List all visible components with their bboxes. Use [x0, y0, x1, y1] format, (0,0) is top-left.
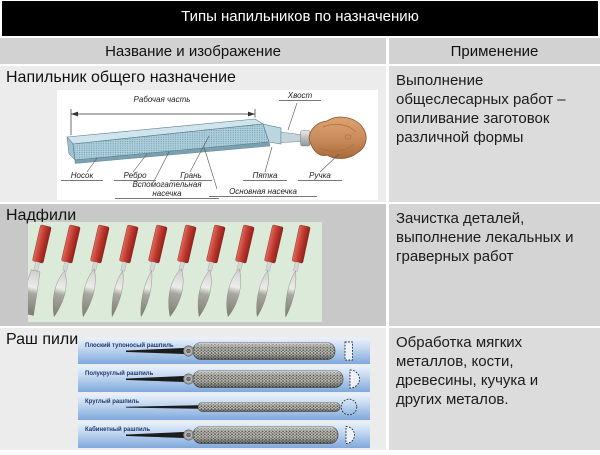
- rasp-flat-label: Плоский тупоносый рашпиль: [85, 342, 174, 349]
- label-working-part: Рабочая часть: [133, 95, 191, 104]
- file-tang: [280, 131, 304, 143]
- rasp-round-label: Круглый рашпиль: [85, 398, 139, 405]
- label-auxiliary-cut-line2: насечка: [115, 189, 219, 199]
- rasps-image: Плоский тупоносый рашпиль Полукруглый ра…: [78, 338, 370, 450]
- header-application: Применение: [389, 38, 600, 64]
- rasps-drawing: Плоский тупоносый рашпиль Полукруглый ра…: [78, 338, 370, 448]
- row-rasps-application-cell: Обработка мягких металлов, кости, древес…: [389, 328, 600, 450]
- needle-file: [256, 224, 284, 318]
- label-tang: Хвост: [279, 91, 321, 101]
- row-general-file-application-cell: Выполнение общеслесарных работ – опилива…: [389, 66, 600, 202]
- rasp-halfround-row: Полукруглый рашпиль: [78, 366, 370, 392]
- working-part-dimension-arrow: [70, 109, 256, 135]
- row-rasps-name-cell: Раш пили: [0, 328, 386, 450]
- cross-section-round-icon: [340, 398, 358, 416]
- cross-section-flat-icon: [344, 341, 353, 361]
- row-needle-files-name-cell: Надфили: [0, 204, 386, 326]
- label-main-cut: Основная насечка: [209, 187, 317, 197]
- cross-section-halfround-icon: [349, 369, 360, 389]
- needle-file: [285, 224, 311, 318]
- application-text: Зачистка деталей, выполнение лекальных и…: [396, 210, 574, 265]
- needle-file: [17, 224, 52, 316]
- row-general-file-title: Напильник общего назначение: [6, 69, 236, 86]
- row-needle-files-title: Надфили: [6, 207, 77, 224]
- file-diagram: Рабочая часть Хвост Носок Ребро Грань Пя…: [57, 90, 378, 200]
- header-name-image: Название и изображение: [0, 38, 386, 64]
- arrowhead-left: [71, 111, 78, 117]
- label-edge: Ребро: [114, 171, 156, 181]
- application-text: Выполнение общеслесарных работ – опилива…: [396, 72, 566, 146]
- needle-file: [226, 224, 255, 317]
- file-handle: [308, 116, 367, 159]
- file-diagram-drawing: [66, 102, 367, 190]
- needle-file: [52, 224, 81, 318]
- rasp-round-row: Круглый рашпиль: [78, 394, 370, 420]
- needle-file: [82, 224, 110, 318]
- needle-file: [111, 224, 139, 318]
- file-blade: [66, 118, 282, 164]
- label-handle: Ручка: [298, 171, 342, 181]
- needle-file: [197, 224, 226, 318]
- rasp-cabinet-label: Кабинетный рашпиль: [85, 426, 151, 433]
- application-text: Обработка мягких металлов, кости, древес…: [396, 334, 539, 408]
- rasp-halfround-label: Полукруглый рашпиль: [85, 370, 154, 377]
- rasp-flat-row: Плоский тупоносый рашпиль: [78, 338, 370, 364]
- title-bar: Типы напильников по назначению: [2, 1, 598, 36]
- needle-file: [140, 224, 168, 318]
- rasp-cabinet-row: Кабинетный рашпиль: [78, 422, 370, 448]
- row-general-file-name-cell: Напильник общего назначение: [0, 66, 386, 202]
- diagram-leader-lines: [86, 102, 340, 190]
- label-heel: Пятка: [243, 171, 287, 181]
- label-toe: Носок: [61, 171, 103, 181]
- row-needle-files-application-cell: Зачистка деталей, выполнение лекальных и…: [389, 204, 600, 326]
- label-auxiliary-cut: Вспомогательная насечка: [115, 180, 219, 199]
- row-rasps-title: Раш пили: [6, 331, 79, 348]
- cross-section-cabinet-icon: [345, 426, 355, 444]
- needle-file: [168, 224, 197, 317]
- label-auxiliary-cut-line1: Вспомогательная: [132, 180, 202, 189]
- needle-files-image: [17, 222, 322, 322]
- needle-files-drawing: [17, 224, 311, 318]
- arrowhead-right: [248, 111, 255, 117]
- file-ferrule: [300, 130, 311, 147]
- label-face: Грань: [170, 171, 212, 181]
- page-title: Типы напильников по назначению: [181, 8, 419, 25]
